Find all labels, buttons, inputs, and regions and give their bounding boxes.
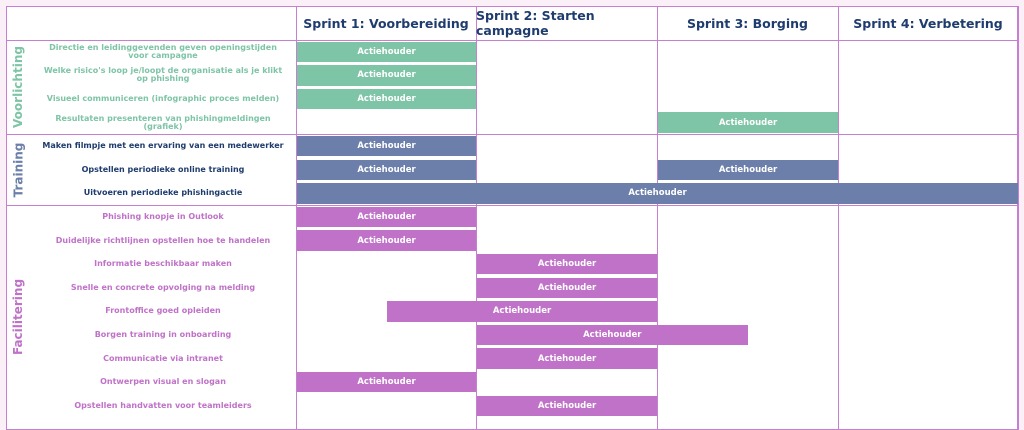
sprint-header-3: Sprint 3: Borging (686, 15, 809, 31)
task-label: Opstellen periodieke online training (81, 164, 245, 174)
task-label: Welke risico's loop je/loopt de organisa… (43, 66, 283, 84)
task-label: Uitvoeren periodieke phishingactie (83, 188, 243, 198)
task-bar-facilitering: Actiehouder (477, 348, 657, 369)
task-bar-training: Actiehouder (297, 159, 476, 181)
task-bar-voorlichting: Actiehouder (297, 88, 476, 110)
task-bar-facilitering: Actiehouder (297, 371, 476, 393)
column-divider (657, 6, 658, 430)
column-divider (296, 6, 297, 430)
task-label: Frontoffice goed opleiden (105, 306, 221, 316)
task-bar-voorlichting: Actiehouder (297, 65, 476, 86)
task-bar-facilitering: Actiehouder (477, 324, 748, 346)
category-label-text: Training (11, 142, 26, 198)
task-bar-facilitering: Actiehouder (477, 395, 657, 417)
category-label-facilitering: Facilitering (6, 205, 30, 429)
category-label-training: Training (6, 134, 30, 205)
column-divider (838, 6, 839, 430)
task-label: Resultaten presenteren van phishingmeldi… (55, 113, 271, 131)
task-bar-training: Actiehouder (297, 183, 1018, 204)
task-bar-facilitering: Actiehouder (387, 301, 657, 322)
sprint-header-1: Sprint 1: Voorbereiding (303, 15, 469, 31)
task-bar-voorlichting: Actiehouder (658, 112, 838, 133)
task-bar-facilitering: Actiehouder (477, 277, 657, 299)
task-bar-facilitering: Actiehouder (297, 230, 476, 251)
task-label: Communicatie via intranet (103, 353, 223, 363)
group-divider (6, 134, 1018, 136)
task-label: Directie en leidinggevenden geven openin… (49, 42, 277, 60)
task-bar-facilitering: Actiehouder (297, 206, 476, 228)
task-bar-training: Actiehouder (658, 159, 838, 181)
task-label: Maken filmpje met een ervaring van een m… (42, 141, 284, 151)
header-divider (6, 40, 1018, 41)
column-divider (1018, 6, 1019, 430)
task-bar-training: Actiehouder (297, 135, 476, 157)
category-label-voorlichting: Voorlichting (6, 40, 30, 134)
task-label: Phishing knopje in Outlook (102, 211, 224, 221)
task-bar-facilitering: Actiehouder (477, 253, 657, 275)
category-label-text: Facilitering (11, 279, 25, 356)
sprint-header-2: Sprint 2: Starten campagne (476, 8, 595, 38)
task-label: Ontwerpen visual en slogan (100, 377, 226, 387)
task-label: Borgen training in onboarding (94, 329, 232, 339)
task-bar-voorlichting: Actiehouder (297, 41, 476, 63)
task-label: Opstellen handvatten voor teamleiders (74, 400, 252, 410)
task-label: Visueel communiceren (infographic proces… (46, 93, 280, 103)
group-divider (6, 205, 1018, 207)
task-label: Duidelijke richtlijnen opstellen hoe te … (55, 235, 271, 245)
task-label: Informatie beschikbaar maken (94, 259, 232, 269)
task-label: Snelle en concrete opvolging na melding (70, 282, 256, 292)
column-divider (476, 6, 477, 430)
category-label-text: Voorlichting (11, 46, 25, 129)
sprint-header-4: Sprint 4: Verbetering (853, 15, 1003, 31)
